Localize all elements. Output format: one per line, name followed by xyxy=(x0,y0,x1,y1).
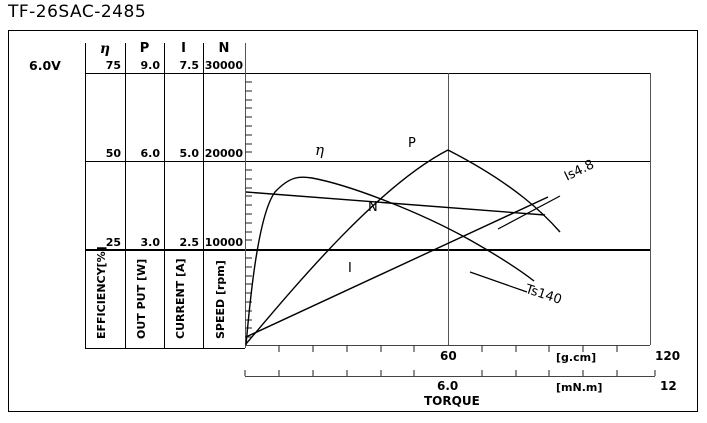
plot-right-border xyxy=(650,73,651,345)
table-header-p: P xyxy=(139,41,150,56)
plot-y-axis xyxy=(245,43,246,348)
table-value-p-9: 9.0 xyxy=(140,59,161,72)
table-value-n-20000: 20000 xyxy=(204,147,243,160)
gridline-mid-20000 xyxy=(85,161,650,162)
table-value-i-5: 5.0 xyxy=(179,147,200,160)
x-tick-60-gcm: 60 xyxy=(440,349,457,363)
table-header-eta: η xyxy=(99,41,111,57)
table-value-eta-75: 75 xyxy=(105,59,121,72)
curve-label-eta: η xyxy=(315,141,324,159)
x-axis-title: TORQUE xyxy=(424,394,480,408)
table-col-sep-0 xyxy=(85,43,86,348)
axis-unit-output: OUT PUT [W] xyxy=(135,258,148,339)
x-axis-mnm xyxy=(245,376,655,377)
table-value-i-7p5: 7.5 xyxy=(179,59,200,72)
table-value-p-6: 6.0 xyxy=(140,147,161,160)
table-header-n: N xyxy=(218,41,230,56)
table-value-eta-50: 50 xyxy=(105,147,121,160)
gridline-torque-60 xyxy=(448,73,449,345)
axis-unit-current: CURRENT [A] xyxy=(174,258,187,339)
page-title: TF-26SAC-2485 xyxy=(8,2,147,22)
x-tick-12-mnm: 12 xyxy=(660,379,677,393)
x-unit-gcm: [g.cm] xyxy=(556,351,597,364)
table-header-i: I xyxy=(181,41,186,56)
x-unit-mnm: [mN.m] xyxy=(556,381,603,394)
table-col-sep-1 xyxy=(125,43,126,348)
table-value-p-3: 3.0 xyxy=(140,236,161,249)
curve-label-n: N xyxy=(368,200,378,215)
axis-unit-efficiency: EFFICIENCY[%] xyxy=(95,246,108,339)
curve-label-i: I xyxy=(348,261,352,276)
table-col-sep-2 xyxy=(164,43,165,348)
gridline-top-30000 xyxy=(85,73,650,74)
table-value-i-2p5: 2.5 xyxy=(179,236,200,249)
table-col-sep-3 xyxy=(203,43,204,348)
voltage-label: 6.0V xyxy=(29,58,61,73)
table-bottom-border xyxy=(85,348,245,349)
table-value-eta-25: 25 xyxy=(105,236,121,249)
x-tick-6-mnm: 6.0 xyxy=(437,379,459,393)
x-axis-gcm xyxy=(245,345,650,346)
table-value-n-30000: 30000 xyxy=(204,59,243,72)
curve-label-p: P xyxy=(408,136,416,151)
scale-table: η P I N 75 9.0 7.5 30000 50 6.0 5.0 2000… xyxy=(85,41,246,348)
x-tick-120-gcm: 120 xyxy=(655,349,681,363)
gridline-low-10000 xyxy=(85,249,650,251)
table-value-n-10000: 10000 xyxy=(204,236,243,249)
axis-unit-speed: SPEED [rpm] xyxy=(214,260,227,339)
